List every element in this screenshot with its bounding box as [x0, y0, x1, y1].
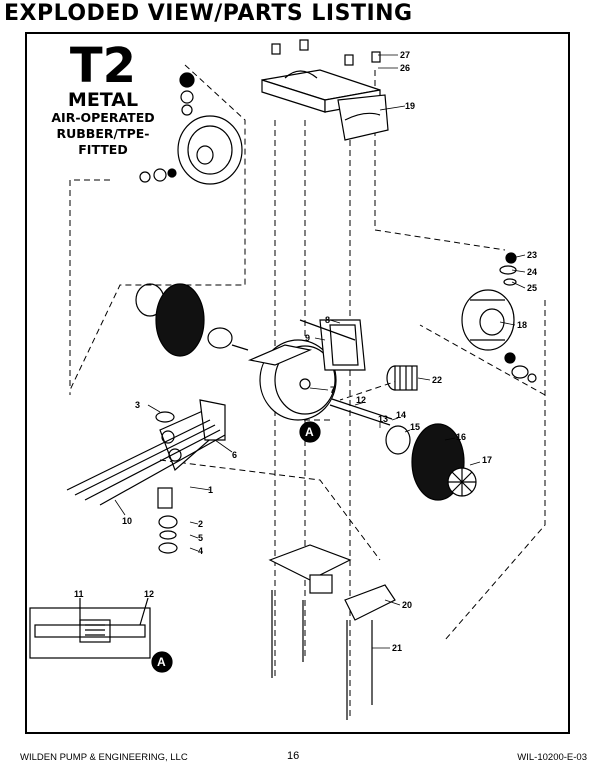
left-air-chamber	[139, 115, 243, 185]
model-material: METAL	[67, 89, 139, 111]
footer-company: WILDEN PUMP & ENGINEERING, LLC	[20, 752, 188, 763]
callout-5: 5	[198, 533, 203, 543]
nut-icon	[344, 54, 354, 66]
valve-balls	[155, 411, 178, 554]
shaft-12	[329, 398, 393, 426]
long-rods-21	[271, 590, 373, 720]
callout-19: 19	[405, 101, 415, 111]
callout-22: 22	[432, 375, 442, 385]
footer-page-number: 16	[287, 750, 300, 762]
callout-26: 26	[400, 63, 410, 73]
callout-4: 4	[198, 546, 203, 556]
air-valve-body	[247, 319, 366, 421]
callout-6: 6	[232, 450, 237, 460]
nut-icon	[299, 39, 309, 51]
callout-1: 1	[208, 485, 213, 495]
callout-14: 14	[396, 410, 406, 420]
callout-labels: 1 2 3 4 5 6 7 8 9 10 11 12 12 13 14 15 1…	[74, 50, 537, 653]
footer-document-code: WIL-10200-E-03	[517, 752, 587, 763]
model-block: T2 METAL AIR-OPERATED RUBBER/TPE- FITTED	[28, 42, 178, 158]
left-manifold	[159, 399, 226, 472]
detail-a-inset	[29, 597, 151, 659]
callout-20: 20	[402, 600, 412, 610]
callout-17: 17	[482, 455, 492, 465]
detail-marker-label-body: A	[305, 425, 314, 439]
model-fitting: RUBBER/TPE-	[56, 126, 150, 141]
callout-2: 2	[198, 519, 203, 529]
callout-8: 8	[325, 315, 330, 325]
callout-12-inset: 12	[144, 589, 154, 599]
right-air-chamber	[461, 252, 537, 383]
left-diaphragm	[135, 283, 249, 357]
right-diaphragm	[385, 423, 477, 501]
nut-icon	[271, 43, 281, 55]
callout-leaders	[114, 54, 526, 649]
callout-3: 3	[135, 400, 140, 410]
callout-11: 11	[74, 589, 84, 599]
callout-27: 27	[400, 50, 410, 60]
nut-icon	[371, 51, 381, 63]
diagram-frame	[25, 32, 570, 734]
page-title: EXPLODED VIEW/PARTS LISTING	[4, 1, 413, 26]
callout-18: 18	[517, 320, 527, 330]
callout-21: 21	[392, 643, 402, 653]
callout-9: 9	[305, 333, 310, 343]
model-fitting-cont: FITTED	[78, 142, 128, 157]
bottom-manifold	[268, 544, 396, 621]
detail-marker-a	[151, 421, 321, 673]
callout-25: 25	[527, 283, 537, 293]
muffler-22	[386, 365, 418, 391]
callout-15: 15	[410, 422, 420, 432]
callout-24: 24	[527, 267, 537, 277]
model-type: AIR-OPERATED	[51, 110, 155, 125]
detail-marker-label: A	[157, 655, 166, 669]
callout-13: 13	[378, 414, 388, 424]
left-outer-piston	[179, 72, 195, 116]
callout-16: 16	[456, 432, 466, 442]
model-code: T2	[69, 38, 137, 94]
bracket-19	[337, 94, 389, 141]
callout-23: 23	[527, 250, 537, 260]
callout-7: 7	[330, 385, 335, 395]
callout-12: 12	[356, 395, 366, 405]
callout-10: 10	[122, 516, 132, 526]
tie-rods-10	[66, 419, 226, 506]
